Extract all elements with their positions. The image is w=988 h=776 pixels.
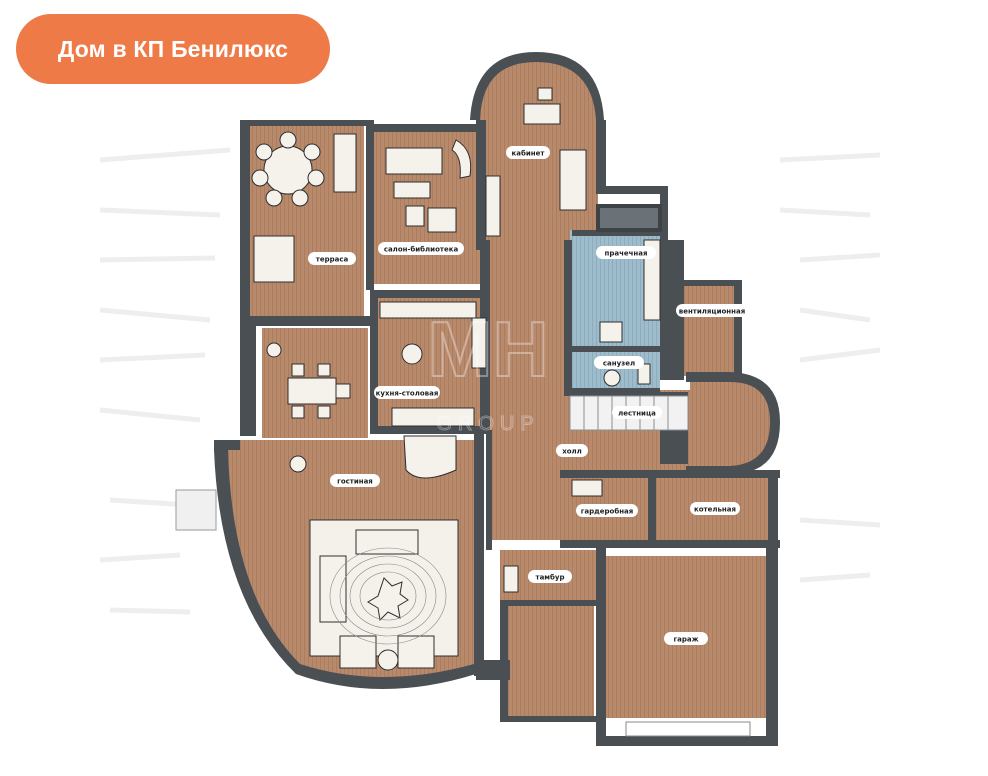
kitchen-floor	[376, 298, 488, 426]
svg-text:лестница: лестница	[618, 410, 656, 418]
svg-text:гостиная: гостиная	[337, 478, 373, 486]
label-bathroom: санузел	[594, 356, 644, 369]
label-boiler: котельная	[690, 502, 740, 515]
watermark: MH GROUP	[426, 304, 549, 436]
label-stairs: лестница	[612, 406, 662, 419]
room-labels: терраса салон-библиотека кабинет прачечн…	[308, 146, 748, 645]
label-hall: холл	[556, 444, 588, 457]
label-garage: гараж	[664, 632, 708, 645]
lower-corridor-floor	[508, 604, 594, 718]
furniture	[251, 87, 661, 671]
label-laundry: прачечная	[596, 246, 656, 259]
svg-text:прачечная: прачечная	[605, 250, 648, 258]
svg-text:кухня-столовая: кухня-столовая	[376, 390, 439, 398]
svg-text:салон-библиотека: салон-библиотека	[384, 246, 459, 254]
background-texture	[99, 147, 881, 615]
garage-door	[625, 721, 751, 737]
svg-text:гараж: гараж	[673, 636, 698, 644]
label-kitchen: кухня-столовая	[374, 386, 440, 399]
svg-text:котельная: котельная	[694, 506, 736, 514]
ventilation-floor	[683, 286, 735, 376]
round-room-floor	[690, 378, 772, 468]
entry-steps	[175, 489, 217, 531]
rug-pattern	[329, 547, 447, 645]
label-ventilation: вентиляционная	[676, 304, 748, 317]
label-vestibule: тамбур	[528, 570, 572, 583]
watermark-sub: GROUP	[436, 413, 539, 435]
laundry-window	[596, 204, 662, 232]
svg-text:кабинет: кабинет	[512, 150, 546, 158]
svg-text:холл: холл	[562, 448, 582, 456]
label-terrace: терраса	[308, 252, 356, 265]
label-wardrobe: гардеробная	[576, 504, 638, 517]
watermark-brand: MH	[427, 305, 548, 393]
svg-text:тамбур: тамбур	[536, 574, 565, 582]
svg-text:гардеробная: гардеробная	[581, 508, 634, 516]
page-title: Дом в КП Бенилюкс	[16, 14, 330, 84]
svg-text:терраса: терраса	[316, 256, 349, 264]
label-salon: салон-библиотека	[378, 242, 464, 255]
svg-text:санузел: санузел	[603, 360, 635, 368]
label-living: гостиная	[330, 474, 380, 487]
svg-text:вентиляционная: вентиляционная	[679, 308, 745, 316]
label-cabinet: кабинет	[506, 146, 550, 159]
